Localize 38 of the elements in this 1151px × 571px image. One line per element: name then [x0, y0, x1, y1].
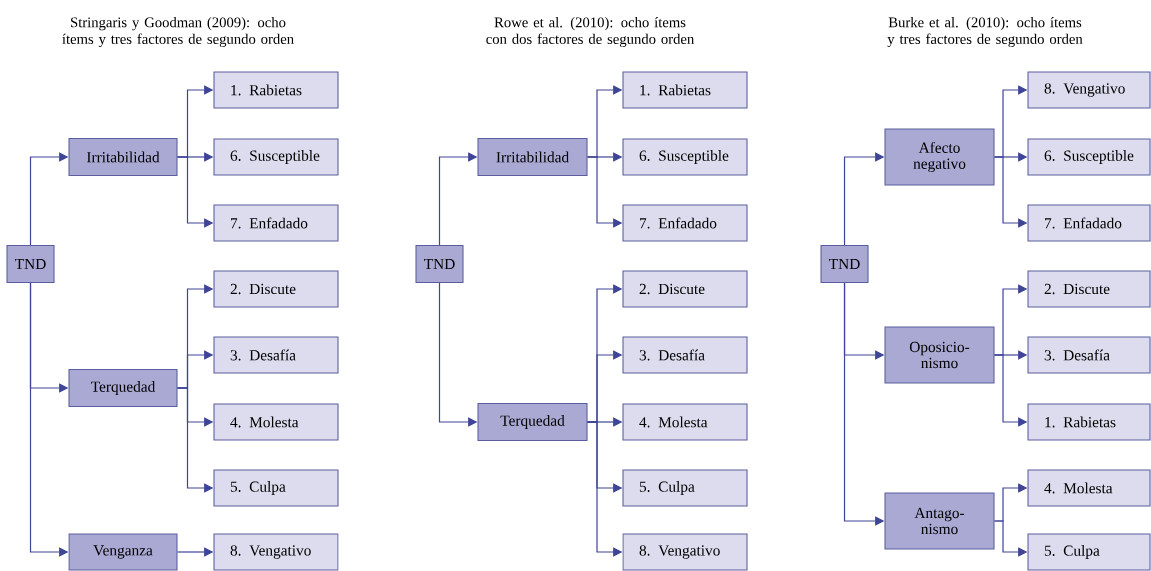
panel-title: Burke et al. (2010): ocho ítems y tres factores de segundo orden: [887, 17, 1083, 47]
factor-box: Terquedad: [68, 368, 178, 408]
root-box: TND: [415, 244, 464, 284]
factor-box: Venganza: [68, 533, 178, 571]
root-box: TND: [820, 244, 869, 284]
factor-box: Terquedad: [477, 402, 588, 442]
item-box: 5. Culpa: [622, 469, 748, 507]
item-box: 1. Rabietas: [1027, 403, 1151, 441]
item-box: 5. Culpa: [213, 469, 339, 507]
item-box: 8. Vengativo: [213, 533, 339, 571]
item-box: 3. Desafía: [213, 336, 339, 374]
factor-box: Antago-nismo: [884, 492, 995, 550]
item-box: 6. Susceptible: [1027, 138, 1151, 176]
factor-box: Irritabilidad: [68, 137, 178, 177]
factor-box: Afecto negativo: [884, 128, 995, 186]
factor-box: Irritabilidad: [477, 137, 588, 177]
item-box: 2. Discute: [622, 270, 748, 308]
item-box: 4. Molesta: [1027, 469, 1151, 507]
panel-title: Stringaris y Goodman (2009): ocho ítems y tres factores de segundo orden: [62, 17, 294, 47]
item-box: 2. Discute: [1027, 270, 1151, 308]
item-box: 3. Desafía: [1027, 336, 1151, 374]
item-box: 8. Vengativo: [1027, 71, 1151, 109]
panel-title: Rowe et al. (2010): ocho ítems con dos factores de segundo orden: [486, 17, 695, 47]
item-box: 1. Rabietas: [622, 71, 748, 109]
root-box: TND: [6, 244, 55, 284]
item-box: 8. Vengativo: [622, 533, 748, 571]
item-box: 4. Molesta: [622, 403, 748, 441]
item-box: 7. Enfadado: [213, 204, 339, 242]
item-box: 7. Enfadado: [1027, 204, 1151, 242]
item-box: 1. Rabietas: [213, 71, 339, 109]
item-box: 5. Culpa: [1027, 533, 1151, 571]
factor-box: Oposicio-nismo: [884, 326, 995, 384]
item-box: 2. Discute: [213, 270, 339, 308]
item-box: 4. Molesta: [213, 403, 339, 441]
item-box: 6. Susceptible: [622, 138, 748, 176]
item-box: 7. Enfadado: [622, 204, 748, 242]
item-box: 6. Susceptible: [213, 138, 339, 176]
item-box: 3. Desafía: [622, 336, 748, 374]
